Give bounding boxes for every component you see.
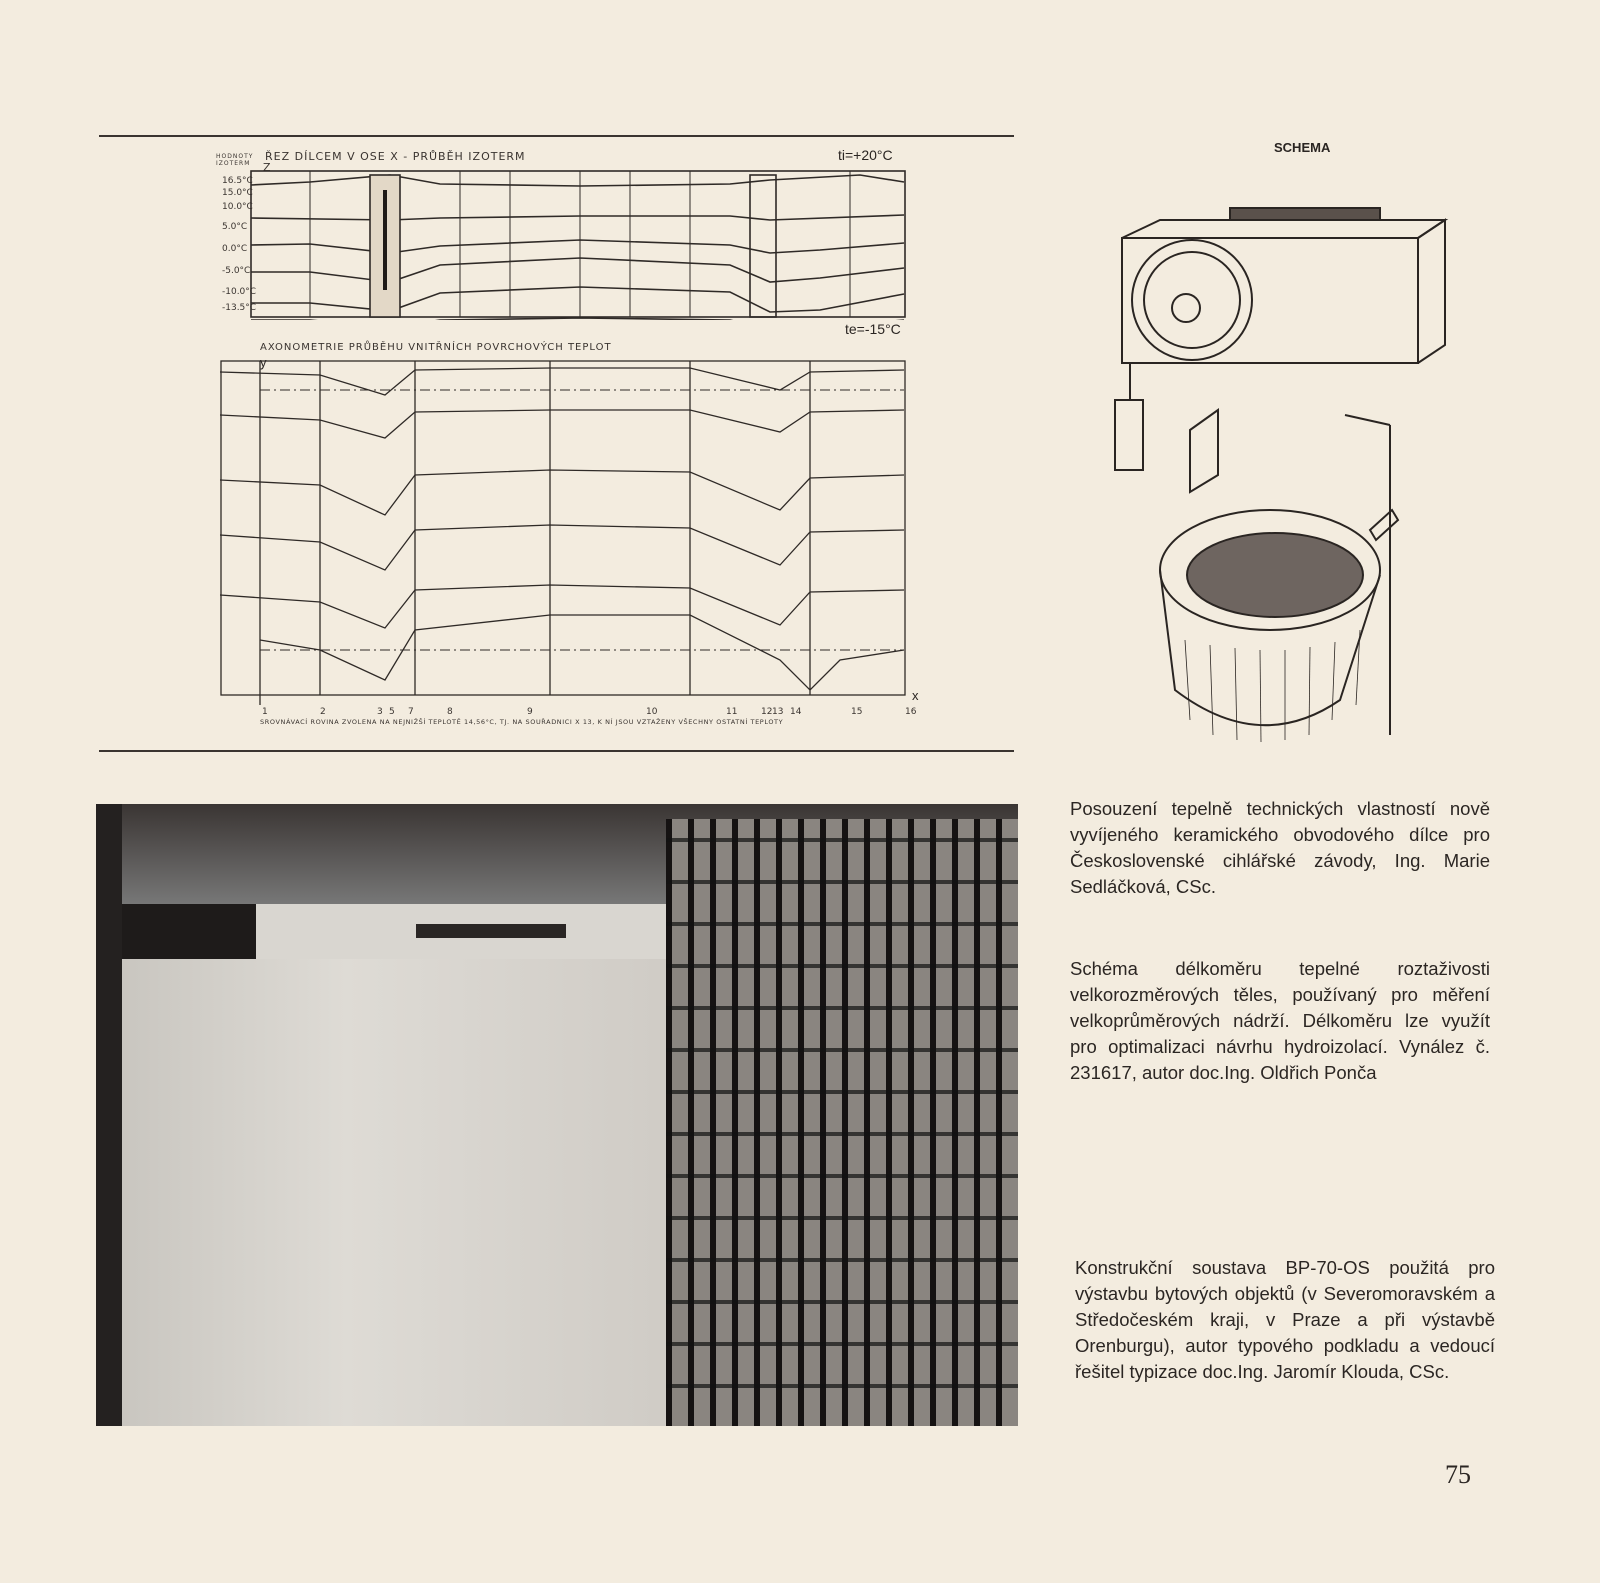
x-tick-label: 8 [447, 707, 453, 717]
z-label: Z [263, 161, 272, 174]
x-tick-label: 1 [262, 707, 268, 717]
figure-footnote: SROVNÁVACÍ ROVINA ZVOLENA NA NEJNIŽŠÍ TE… [260, 718, 784, 726]
schema-title: SCHEMA [1274, 140, 1331, 155]
construction-photo [96, 804, 1018, 1426]
ti-label: ti=+20°C [838, 147, 893, 163]
section-title: ŘEZ DÍLCEM V OSE X - PRŮBĚH IZOTERM [265, 150, 526, 163]
x-tick-label: 3 [377, 707, 383, 717]
caption-dilatometer-schema: Schéma délkoměru tepelné roztaživosti ve… [1070, 958, 1490, 1083]
x-tick-label: 10 [646, 707, 658, 717]
caption-thermal-assessment: Posouzení tepelně technických vlastností… [1070, 798, 1490, 897]
top-rule [99, 135, 1014, 137]
isotherm-value: -13.5°C [222, 303, 257, 313]
caption-construction-system: Konstrukční soustava BP-70-OS použitá pr… [1075, 1257, 1495, 1382]
x-tick-label: 15 [851, 707, 863, 717]
isotherm-value: 10.0°C [222, 202, 253, 212]
x-tick-label: 16 [905, 707, 917, 717]
schema-dilatometer-drawing [1114, 207, 1449, 743]
figure-bottom-rule [99, 750, 1014, 752]
x-axis-label: x [912, 688, 919, 703]
te-label: te=-15°C [845, 321, 901, 337]
x-tick-label: 7 [408, 707, 414, 717]
isotherm-value: -5.0°C [222, 266, 251, 276]
x-tick-label: 2 [320, 707, 326, 717]
isotherm-value: 5.0°C [222, 222, 248, 232]
axonometry-drawing [220, 360, 906, 705]
page-number: 75 [1445, 1460, 1471, 1489]
axis-header: HODNOTY IZOTERM [216, 153, 254, 167]
axonometry-title: AXONOMETRIE PRŮBĚHU VNITŘNÍCH POVRCHOVÝC… [260, 342, 612, 353]
x-tick-label: 9 [527, 707, 533, 717]
x-tick-label: 5 [389, 707, 395, 717]
isotherm-section-drawing [250, 170, 906, 320]
x-tick-label: 11 [726, 707, 738, 717]
x-tick-label: 14 [790, 707, 802, 717]
x-tick-label: 13 [772, 707, 784, 717]
y-axis-label: y [260, 355, 267, 370]
isotherm-value: 16.5°C [222, 176, 253, 186]
x-tick-label: 12 [761, 707, 773, 717]
isotherm-value: 0.0°C [222, 244, 248, 254]
isotherm-value: -10.0°C [222, 287, 257, 297]
isotherm-value: 15.0°C [222, 188, 253, 198]
